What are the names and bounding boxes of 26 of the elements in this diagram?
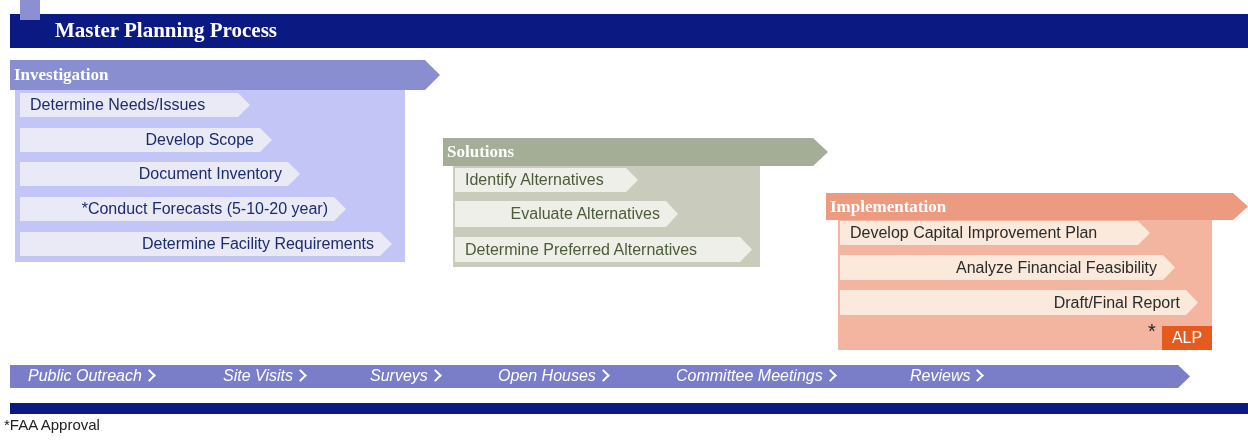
phase-heading: Solutions [447,141,515,163]
outreach-label: Committee Meetings [676,367,839,385]
step-tab: Determine Facility Requirements [20,232,392,256]
outreach-label: Reviews [910,367,987,385]
step-tab: Identify Alternatives [455,168,638,192]
step-tab: Determine Preferred Alternatives [455,237,752,262]
phase-heading: Implementation [830,195,947,218]
step-tab: Document Inventory [20,162,300,186]
outreach-bar [10,365,1190,388]
step-tab: Analyze Financial Feasibility [840,255,1175,280]
step-tab: *Conduct Forecasts (5-10-20 year) [20,197,346,221]
step-tab: Evaluate Alternatives [455,201,678,227]
step-tab: Develop Scope [20,128,272,152]
outreach-label: Open Houses [498,367,612,385]
step-tab: Develop Capital Improvement Plan [840,221,1150,245]
title-text: Master Planning Process [55,18,278,43]
footnote: *FAA Approval [4,416,100,433]
tag-box: ALP [1162,326,1212,350]
outreach-label: Site Visits [223,367,309,385]
phase-heading: Investigation [14,64,109,86]
phase-panel [826,193,1248,350]
outreach-label: Public Outreach [28,367,158,385]
asterisk-mark: * [1148,320,1156,343]
outreach-label: Surveys [370,367,444,385]
step-tab: Draft/Final Report [840,290,1198,315]
step-tab: Determine Needs/Issues [20,93,250,117]
